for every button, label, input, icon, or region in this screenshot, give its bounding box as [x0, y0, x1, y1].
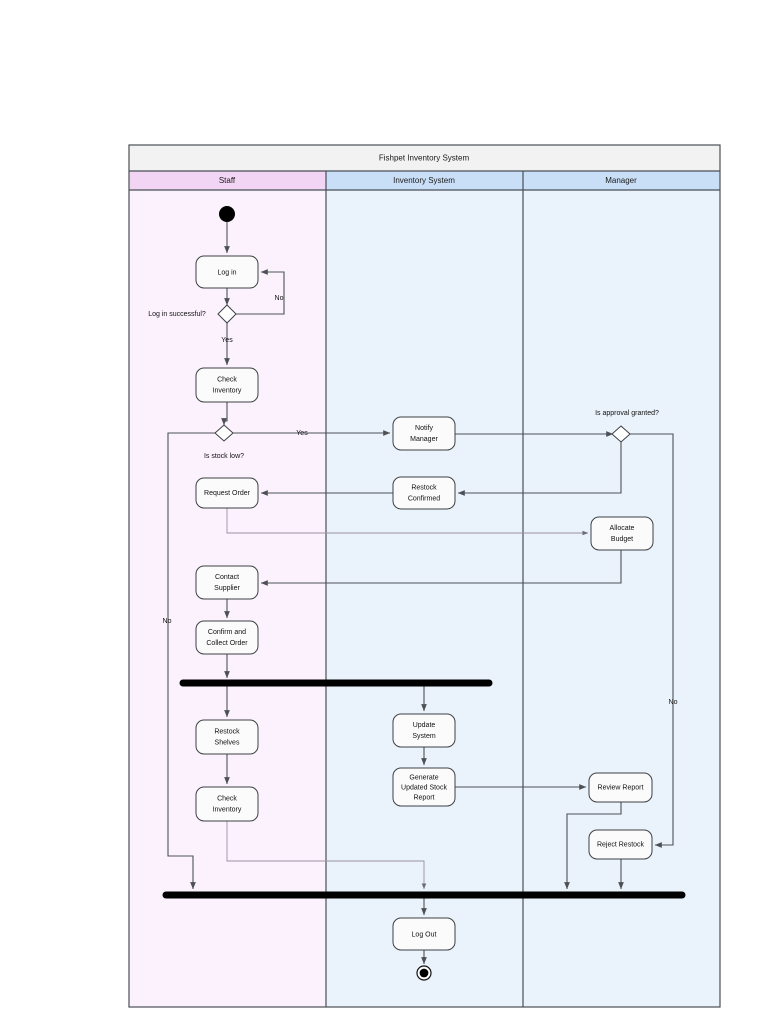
activity-reject-restock-label: Reject Restock — [597, 841, 645, 848]
activity-review-report-shape[interactable] — [588, 772, 653, 803]
activity-log-in-label: Log in — [217, 269, 236, 276]
activity-notify-manager-shape[interactable] — [392, 416, 456, 451]
edge-review-report-to-join — [564, 802, 622, 890]
activity-log-in[interactable]: Log in — [195, 255, 259, 289]
activity-contact-supplier-line1: Contact — [215, 574, 239, 581]
decision-log-in-successful-shape[interactable] — [217, 304, 237, 324]
activity-generate-updated-stock-report-shape[interactable] — [392, 767, 456, 807]
activity-log-out[interactable]: Log Out — [392, 917, 456, 951]
activity-generate-updated-stock-report[interactable]: Generate Updated Stock Report — [392, 767, 456, 807]
edge-request-order-to-allocate-budget — [226, 508, 589, 536]
activity-restock-confirmed-shape[interactable] — [392, 476, 456, 510]
activity-contact-supplier[interactable]: Contact Supplier — [195, 565, 259, 600]
activity-confirm-and-collect-order-shape[interactable] — [195, 620, 259, 655]
activity-contact-supplier-shape[interactable] — [195, 565, 259, 600]
activity-update-system-line1: Update — [413, 722, 436, 729]
lane-header-manager — [523, 171, 720, 190]
edge-approval-yes-to-restock-confirmed — [457, 442, 622, 496]
edge-label-login-no: No — [275, 295, 284, 302]
edge-label-approval-no: No — [669, 699, 678, 706]
activity-notify-manager-line2: Manager — [410, 436, 438, 443]
activity-nodes: Log in Log in successful? No Yes Check I… — [148, 206, 686, 981]
edge-allocate-budget-to-contact-supplier — [260, 550, 622, 586]
activity-request-order-shape[interactable] — [195, 477, 259, 509]
edge-label-stock-no: No — [163, 618, 172, 625]
activity-reject-restock-shape[interactable] — [588, 829, 653, 860]
activity-restock-confirmed-line1: Restock — [411, 484, 437, 491]
activity-request-order[interactable]: Request Order — [195, 477, 259, 509]
lane-header-inventory — [326, 171, 523, 190]
fork-bar-1[interactable] — [179, 679, 493, 687]
activity-notify-manager-line1: Notify — [415, 425, 433, 432]
decision-is-approval-granted-shape[interactable] — [611, 425, 631, 443]
decision-is-stock-low-label: Is stock low? — [204, 453, 244, 460]
activity-check-inventory-2[interactable]: Check Inventory — [195, 786, 259, 822]
activity-restock-shelves-line1: Restock — [214, 728, 240, 735]
edge-checkinv-to-stockdecision — [221, 402, 228, 426]
pool-title-band — [129, 145, 720, 171]
activity-contact-supplier-line2: Supplier — [214, 585, 240, 592]
activity-log-out-label: Log Out — [412, 931, 437, 938]
activity-log-in-shape[interactable] — [195, 255, 259, 289]
decision-log-in-successful-label: Log in successful? — [148, 311, 206, 318]
lane-title-staff: Staff — [219, 176, 236, 185]
activity-request-order-label: Request Order — [204, 490, 251, 497]
lane-body-inventory — [326, 171, 523, 1007]
activity-check-inventory-1-line1: Check — [217, 376, 237, 383]
activity-allocate-budget-line1: Allocate — [610, 525, 635, 532]
final-node-core — [419, 968, 429, 978]
activity-check-inventory-1-shape[interactable] — [195, 367, 259, 403]
activity-review-report[interactable]: Review Report — [588, 772, 653, 803]
final-node[interactable] — [416, 965, 432, 981]
activity-update-system-shape[interactable] — [392, 713, 456, 748]
activity-check-inventory-1-line2: Inventory — [213, 387, 242, 394]
activity-allocate-budget[interactable]: Allocate Budget — [590, 516, 654, 551]
lane-header-staff — [129, 171, 326, 190]
edge-stock-no-rail — [167, 432, 216, 890]
initial-node[interactable] — [219, 206, 235, 222]
activity-confirm-and-collect-order-line1: Confirm and — [208, 629, 246, 636]
decision-is-stock-low[interactable]: Is stock low? — [204, 424, 244, 460]
activity-restock-confirmed[interactable]: Restock Confirmed — [392, 476, 456, 510]
edge-label-login-yes: Yes — [221, 337, 233, 344]
decision-is-approval-granted[interactable]: Is approval granted? — [595, 410, 659, 443]
activity-restock-confirmed-line2: Confirmed — [408, 495, 440, 502]
activity-update-system-line2: System — [412, 733, 436, 740]
activity-notify-manager[interactable]: Notify Manager — [392, 416, 456, 451]
activity-generate-report-line1: Generate — [409, 774, 438, 781]
activity-generate-report-line3: Report — [413, 794, 434, 801]
lane-title-manager: Manager — [605, 176, 637, 185]
activity-restock-shelves[interactable]: Restock Shelves — [195, 719, 259, 755]
lane-title-inventory: Inventory System — [393, 176, 455, 185]
activity-reject-restock[interactable]: Reject Restock — [588, 829, 653, 860]
activity-restock-shelves-shape[interactable] — [195, 719, 259, 755]
activity-confirm-and-collect-order-line2: Collect Order — [206, 640, 248, 647]
pool-outer-frame — [128, 144, 721, 1008]
activity-update-system[interactable]: Update System — [392, 713, 456, 748]
activity-check-inventory-2-shape[interactable] — [195, 786, 259, 822]
activity-generate-report-line2: Updated Stock — [401, 784, 447, 791]
activity-check-inventory-2-line2: Inventory — [213, 806, 242, 813]
activity-allocate-budget-shape[interactable] — [590, 516, 654, 551]
activity-check-inventory-2-line1: Check — [217, 795, 237, 802]
activity-review-report-label: Review Report — [598, 784, 644, 791]
decision-is-stock-low-shape[interactable] — [214, 424, 234, 442]
pool-title: Fishpet Inventory System — [379, 154, 470, 163]
activity-restock-shelves-line2: Shelves — [215, 739, 240, 746]
decision-is-approval-granted-label: Is approval granted? — [595, 410, 659, 417]
edge-check-inventory-to-join — [226, 821, 427, 890]
edge-login-no-loop — [235, 269, 285, 315]
activity-allocate-budget-line2: Budget — [611, 536, 633, 543]
edge-approval-no-to-reject-restock — [629, 433, 674, 848]
activity-log-out-shape[interactable] — [392, 917, 456, 951]
activity-check-inventory-1[interactable]: Check Inventory — [195, 367, 259, 403]
join-bar-final[interactable] — [162, 891, 686, 899]
activity-confirm-and-collect-order[interactable]: Confirm and Collect Order — [195, 620, 259, 655]
edge-label-stock-yes: Yes — [296, 430, 308, 437]
flow-edges — [167, 222, 674, 965]
decision-log-in-successful[interactable]: Log in successful? — [148, 304, 237, 324]
